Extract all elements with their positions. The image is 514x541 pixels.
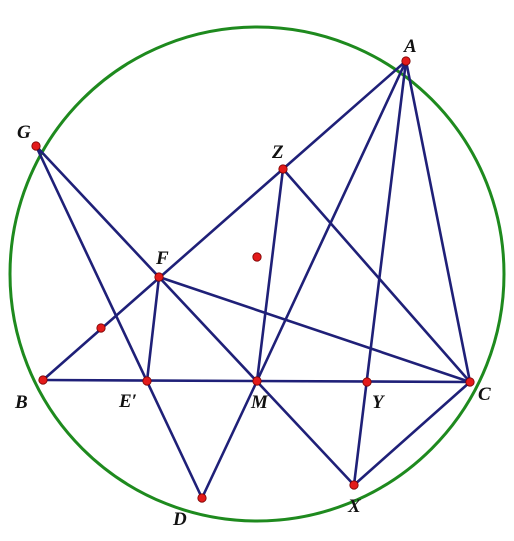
label-E-prime: E′ bbox=[118, 391, 137, 412]
point-labels: A G Z F B E′ M Y C X D bbox=[14, 36, 491, 530]
circumcircle bbox=[8, 25, 506, 523]
segment-ZA bbox=[281, 59, 408, 171]
label-C: C bbox=[478, 384, 491, 405]
label-B: B bbox=[14, 392, 28, 413]
point-F bbox=[154, 272, 164, 282]
point-M bbox=[252, 376, 262, 386]
label-Z: Z bbox=[271, 142, 284, 163]
segment-FE bbox=[145, 275, 161, 383]
point-Z bbox=[278, 164, 288, 174]
points bbox=[31, 56, 475, 503]
label-A: A bbox=[403, 36, 417, 57]
segment-ZC bbox=[281, 167, 472, 384]
point-A bbox=[401, 56, 411, 66]
segment-BZ bbox=[41, 167, 285, 382]
segment-AM bbox=[255, 59, 408, 383]
point-circumcenter bbox=[252, 252, 262, 262]
point-B bbox=[38, 375, 48, 385]
label-M: M bbox=[250, 392, 269, 413]
point-G bbox=[31, 141, 41, 151]
point-D bbox=[197, 493, 207, 503]
segment-AC bbox=[404, 59, 472, 384]
label-D: D bbox=[172, 509, 187, 530]
segment-GX bbox=[34, 144, 356, 487]
point-E-prime bbox=[142, 376, 152, 386]
segment-ZM bbox=[255, 167, 285, 383]
label-X: X bbox=[347, 496, 362, 517]
point-C bbox=[465, 377, 475, 387]
segment-DM bbox=[200, 379, 259, 500]
point-X bbox=[349, 480, 359, 490]
segment-FC bbox=[157, 275, 472, 384]
label-F: F bbox=[155, 248, 169, 269]
point-BF-midpoint bbox=[96, 323, 106, 333]
segment-XC bbox=[352, 380, 472, 487]
segment-GD bbox=[34, 144, 204, 500]
segment-AX bbox=[352, 59, 408, 487]
label-Y: Y bbox=[372, 392, 386, 413]
label-G: G bbox=[17, 122, 31, 143]
point-Y bbox=[362, 377, 372, 387]
segments bbox=[34, 59, 472, 500]
